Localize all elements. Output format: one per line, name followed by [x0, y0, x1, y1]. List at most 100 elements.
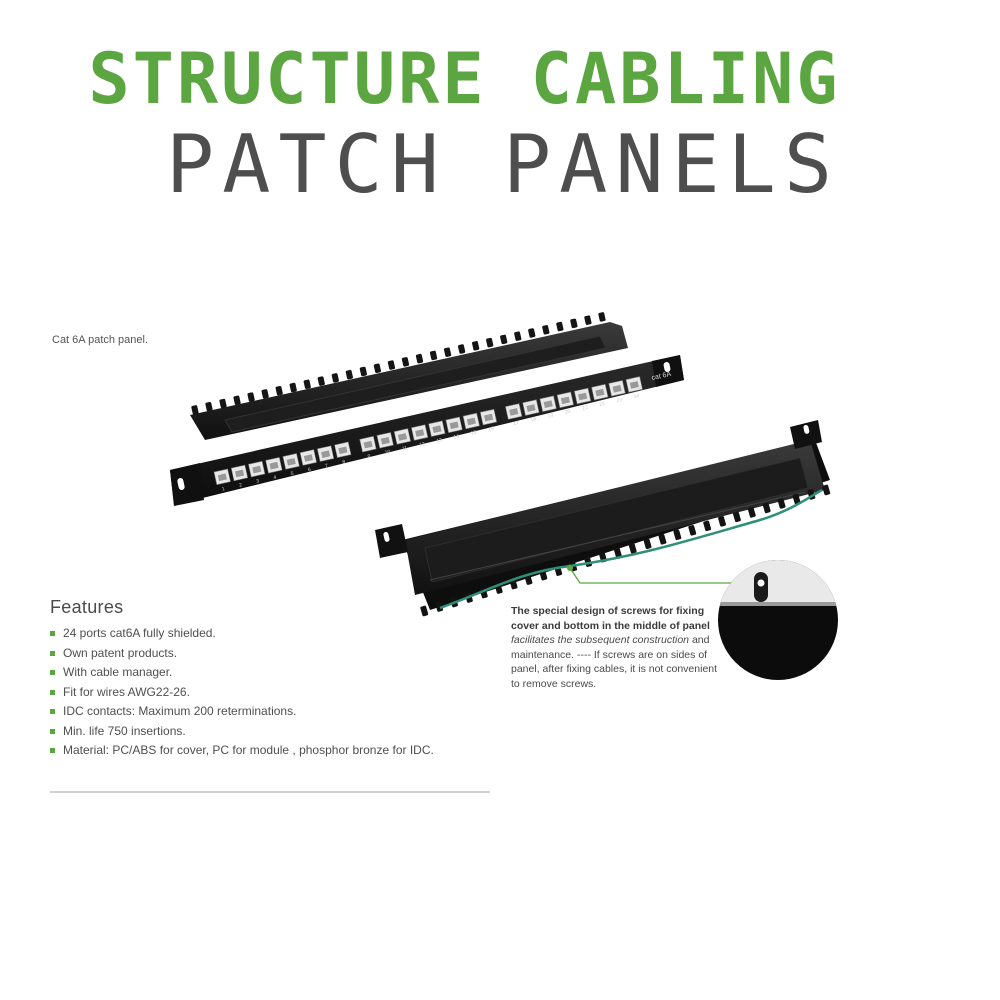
port-number: 13 [436, 437, 443, 444]
port-number: 2 [239, 482, 243, 489]
comb-tooth [792, 493, 801, 505]
comb-tooth [247, 392, 255, 402]
note-bold-text: The special design of screws for fixing … [511, 605, 710, 632]
port: 14 [445, 416, 463, 441]
port-number: 6 [307, 467, 311, 474]
port: 13 [428, 420, 446, 444]
comb-tooth [401, 357, 410, 367]
port-number: 3 [256, 478, 260, 485]
note-normal-text: and maintenance. ---- If screws are on s… [511, 634, 718, 690]
port: 7 [316, 445, 335, 470]
port-number: 4 [273, 475, 277, 482]
comb-tooth [500, 334, 508, 345]
port: 2 [230, 464, 249, 489]
port: 20 [556, 391, 574, 416]
comb-tooth [435, 601, 444, 612]
port: 21 [573, 387, 592, 412]
comb-tooth [261, 389, 269, 399]
comb-tooth [528, 328, 536, 338]
comb-tooth [359, 366, 367, 377]
port: 10 [376, 432, 394, 456]
port-number: 24 [633, 393, 640, 400]
comb-tooth [733, 511, 741, 523]
port: 23 [608, 380, 626, 404]
comb-tooth [429, 350, 438, 361]
title-patch-panels: PATCH PANELS [166, 118, 840, 211]
port: 18 [522, 399, 540, 423]
comb-tooth [373, 363, 382, 374]
port: 12 [411, 424, 429, 448]
port-number: 16 [488, 426, 495, 433]
port: 8 [334, 441, 352, 466]
comb-tooth [345, 369, 353, 380]
port-number: 15 [470, 430, 477, 437]
port: 15 [462, 412, 480, 437]
port: 22 [591, 383, 609, 408]
panel-label: cat 6A [651, 371, 672, 382]
feature-item: Min. life 750 insertions. [50, 722, 490, 742]
comb-tooth [718, 516, 726, 527]
port-number: 23 [616, 397, 623, 404]
port: 4 [265, 457, 283, 482]
port: 5 [282, 453, 300, 478]
comb-tooth [205, 401, 213, 412]
comb-tooth [509, 578, 518, 590]
port: 3 [248, 460, 266, 485]
title-structure-cabling: STRUCTURE CABLING [87, 38, 840, 120]
port-number: 20 [564, 409, 571, 416]
comb-tooth [762, 502, 771, 514]
port-number: 19 [547, 412, 554, 419]
port-number: 18 [530, 416, 537, 423]
comb-tooth [542, 325, 550, 335]
port-number: 17 [513, 420, 520, 427]
comb-tooth [643, 538, 652, 550]
feature-item: Material: PC/ABS for cover, PC for modul… [50, 741, 490, 761]
port-number: 14 [453, 434, 460, 441]
patch-panel-rear [375, 420, 831, 617]
comb-tooth [556, 321, 564, 332]
patch-panel-front: 123456789101112131415161718192021222324 … [170, 312, 684, 506]
comb-tooth [688, 525, 697, 536]
comb-tooth [524, 574, 533, 585]
comb-tooth [443, 347, 452, 357]
port: 9 [359, 435, 377, 460]
comb-tooth [539, 569, 548, 581]
port: 16 [479, 408, 498, 433]
port-number: 11 [402, 445, 409, 452]
port: 24 [625, 376, 643, 400]
comb-tooth [415, 353, 424, 364]
port: 17 [505, 403, 523, 427]
feature-item: IDC contacts: Maximum 200 reterminations… [50, 702, 490, 722]
comb-tooth [219, 398, 227, 409]
comb-tooth [628, 542, 637, 554]
comb-tooth [747, 507, 756, 518]
comb-tooth [584, 315, 592, 325]
comb-tooth [570, 318, 578, 329]
port-number: 5 [290, 471, 294, 478]
port-number: 7 [325, 463, 329, 470]
port-number: 21 [582, 405, 589, 412]
port: 6 [299, 449, 317, 474]
comb-tooth [275, 385, 283, 396]
port-number: 9 [367, 453, 371, 460]
feature-item: Fit for wires AWG22-26. [50, 683, 490, 703]
comb-tooth [303, 379, 311, 390]
feature-item: With cable manager. [50, 663, 490, 683]
note-italic-text: facilitates the subsequent construction [511, 634, 690, 646]
port: 1 [213, 468, 231, 493]
feature-item: 24 ports cat6A fully shielded. [50, 624, 490, 644]
comb-tooth [598, 312, 606, 322]
port-number: 22 [599, 401, 606, 408]
feature-item: Own patent products. [50, 644, 490, 664]
comb-tooth [472, 341, 480, 351]
comb-tooth [514, 331, 522, 341]
comb-tooth [613, 547, 622, 558]
section-divider [50, 791, 490, 793]
comb-tooth [289, 382, 297, 393]
product-caption: Cat 6A patch panel. [52, 334, 149, 346]
comb-tooth [822, 484, 831, 496]
features-section: Features 24 ports cat6A fully shielded. … [50, 597, 490, 761]
port-number: 10 [384, 449, 391, 456]
port-number: 12 [419, 441, 426, 448]
